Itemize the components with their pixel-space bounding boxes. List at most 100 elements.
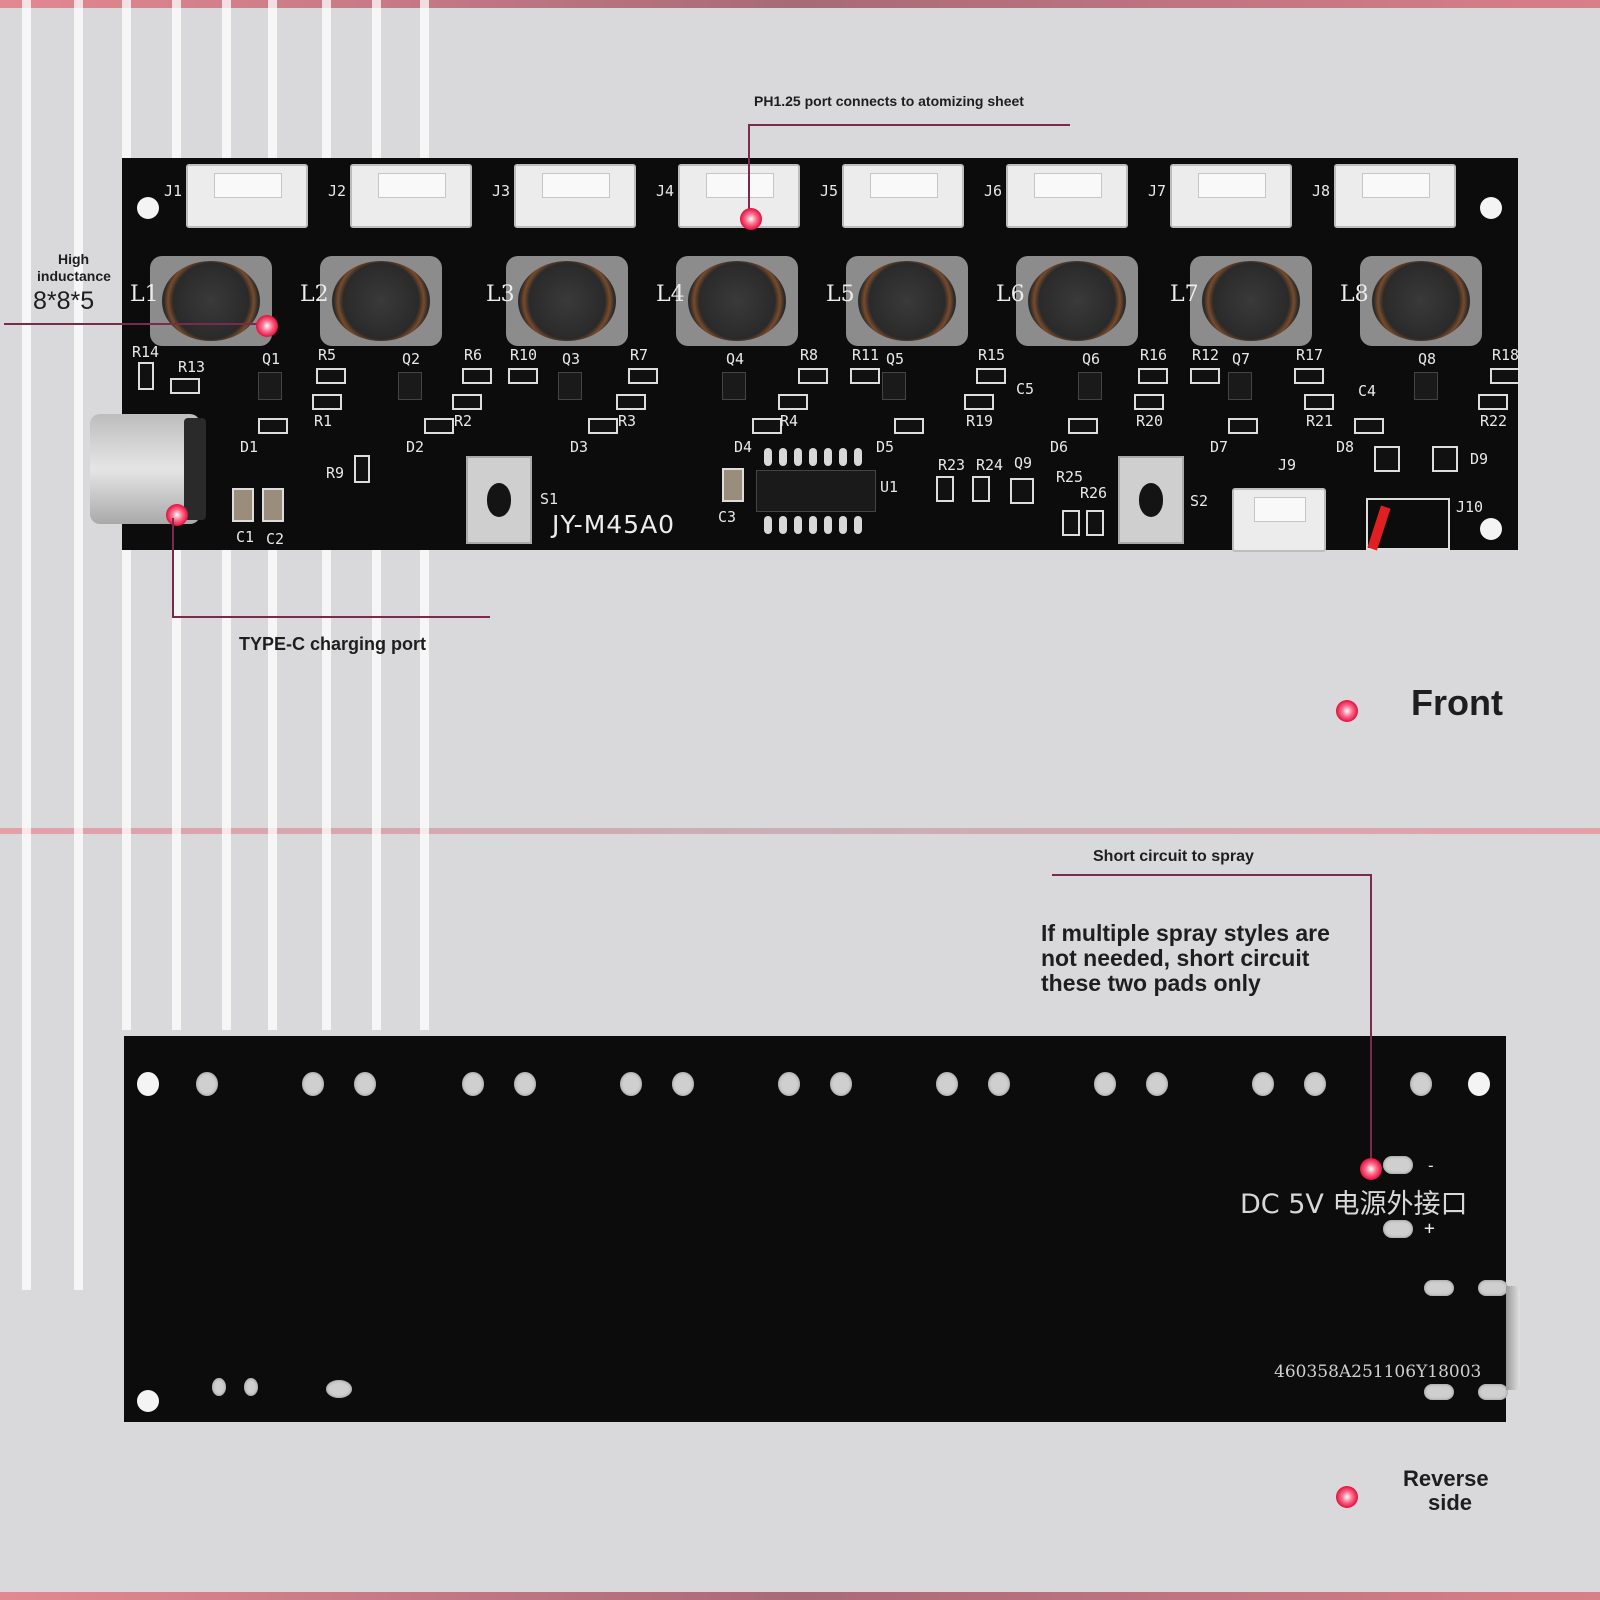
reverse-marker-dot — [1336, 1486, 1358, 1508]
connector-j9 — [1232, 488, 1326, 552]
chip-pin — [824, 516, 832, 534]
type-c-label: TYPE-C charging port — [239, 634, 427, 654]
chip-u1 — [756, 470, 876, 512]
smd-resistor — [1062, 510, 1080, 536]
through-hole-pad — [1304, 1072, 1326, 1096]
chip-pin — [824, 448, 832, 466]
marker-dot — [740, 208, 762, 230]
capacitor — [1432, 446, 1458, 472]
silk-l5: L5 — [826, 282, 855, 307]
smd-resistor — [976, 368, 1006, 384]
silk-serial: 460358A251106Y18003 — [1274, 1362, 1482, 1382]
silk-j9: J9 — [1278, 456, 1297, 474]
silk-resistor: R6 — [464, 346, 483, 364]
inductor-size-label: 8*8*5 — [33, 287, 95, 315]
leader-line — [4, 323, 260, 325]
usb-pad — [1478, 1280, 1508, 1296]
silk-q4: Q4 — [726, 350, 745, 368]
smd-diode — [1068, 418, 1098, 434]
note-line-1: If multiple spray styles are — [1041, 920, 1330, 946]
chip-pin — [854, 516, 862, 534]
usb-pad — [1424, 1384, 1454, 1400]
silk-d2: D2 — [406, 438, 425, 456]
connector-j3 — [514, 164, 636, 228]
smd-resistor — [798, 368, 828, 384]
inductor-l5 — [846, 256, 968, 346]
smd-resistor — [1304, 394, 1334, 410]
leader-line — [748, 124, 1070, 126]
through-hole-pad — [988, 1072, 1010, 1096]
connector-j1 — [186, 164, 308, 228]
smd-diode — [1354, 418, 1384, 434]
smd-resistor — [1190, 368, 1220, 384]
connector-j7 — [1170, 164, 1292, 228]
inductance-label: inductance — [37, 268, 111, 284]
silk-d1: D1 — [240, 438, 259, 456]
silk-l4: L4 — [656, 282, 685, 307]
silk-d6: D6 — [1050, 438, 1069, 456]
connector-j5 — [842, 164, 964, 228]
pcb-back — [124, 1036, 1506, 1422]
solder-pad-minus — [1383, 1156, 1413, 1174]
through-hole-pad — [672, 1072, 694, 1096]
leader-line — [172, 616, 490, 618]
bottom-band — [0, 1592, 1600, 1600]
chip-pin — [809, 516, 817, 534]
through-hole-pad — [514, 1072, 536, 1096]
silk-r23: R23 — [938, 456, 966, 474]
silk-q7: Q7 — [1232, 350, 1251, 368]
silk-c1: C1 — [236, 528, 255, 546]
smd-diode — [424, 418, 454, 434]
connector-j2 — [350, 164, 472, 228]
through-hole-pad — [778, 1072, 800, 1096]
silk-resistor: R8 — [800, 346, 819, 364]
inductor-l6 — [1016, 256, 1138, 346]
chip-pin — [839, 516, 847, 534]
smd-resistor — [1490, 368, 1520, 384]
smd-resistor — [972, 476, 990, 502]
usb-pad — [1424, 1280, 1454, 1296]
silk-resistor: R3 — [618, 412, 637, 430]
silk-resistor: R16 — [1140, 346, 1168, 364]
through-hole-pad — [1410, 1072, 1432, 1096]
through-hole-pad — [354, 1072, 376, 1096]
top-band — [0, 0, 1600, 8]
jumper-wire — [1366, 498, 1450, 550]
front-title: Front — [1411, 682, 1503, 723]
silk-r26: R26 — [1080, 484, 1108, 502]
smd-resistor — [138, 362, 154, 390]
reverse-title-1: Reverse — [1403, 1466, 1489, 1491]
transistor — [1414, 372, 1438, 400]
silk-l3: L3 — [486, 282, 515, 307]
inductor-l2 — [320, 256, 442, 346]
transistor — [722, 372, 746, 400]
silk-r24: R24 — [976, 456, 1004, 474]
silk-s1: S1 — [540, 490, 559, 508]
mounting-hole — [1480, 518, 1502, 540]
smd-resistor — [354, 455, 370, 483]
through-hole-pad — [1094, 1072, 1116, 1096]
silk-l1: L1 — [130, 282, 159, 307]
chip-pin — [794, 448, 802, 466]
smd-resistor — [452, 394, 482, 410]
leader-line — [1370, 874, 1372, 1166]
solder-pad — [212, 1378, 226, 1396]
silk-l2: L2 — [300, 282, 329, 307]
through-hole-pad — [620, 1072, 642, 1096]
through-hole-pad — [302, 1072, 324, 1096]
silk-j6: J6 — [984, 182, 1003, 200]
silk-j10: J10 — [1456, 498, 1484, 516]
inductor-l1 — [150, 256, 272, 346]
silk-j3: J3 — [492, 182, 511, 200]
through-hole-pad — [830, 1072, 852, 1096]
silk-minus: - — [1426, 1156, 1436, 1175]
inductor-l4 — [676, 256, 798, 346]
capacitor — [232, 488, 254, 522]
chip-pin — [764, 448, 772, 466]
chip-pin — [809, 448, 817, 466]
smd-diode — [894, 418, 924, 434]
silk-d9: D9 — [1470, 450, 1489, 468]
through-hole-pad — [936, 1072, 958, 1096]
silk-resistor: R12 — [1192, 346, 1220, 364]
silk-d8: D8 — [1336, 438, 1355, 456]
